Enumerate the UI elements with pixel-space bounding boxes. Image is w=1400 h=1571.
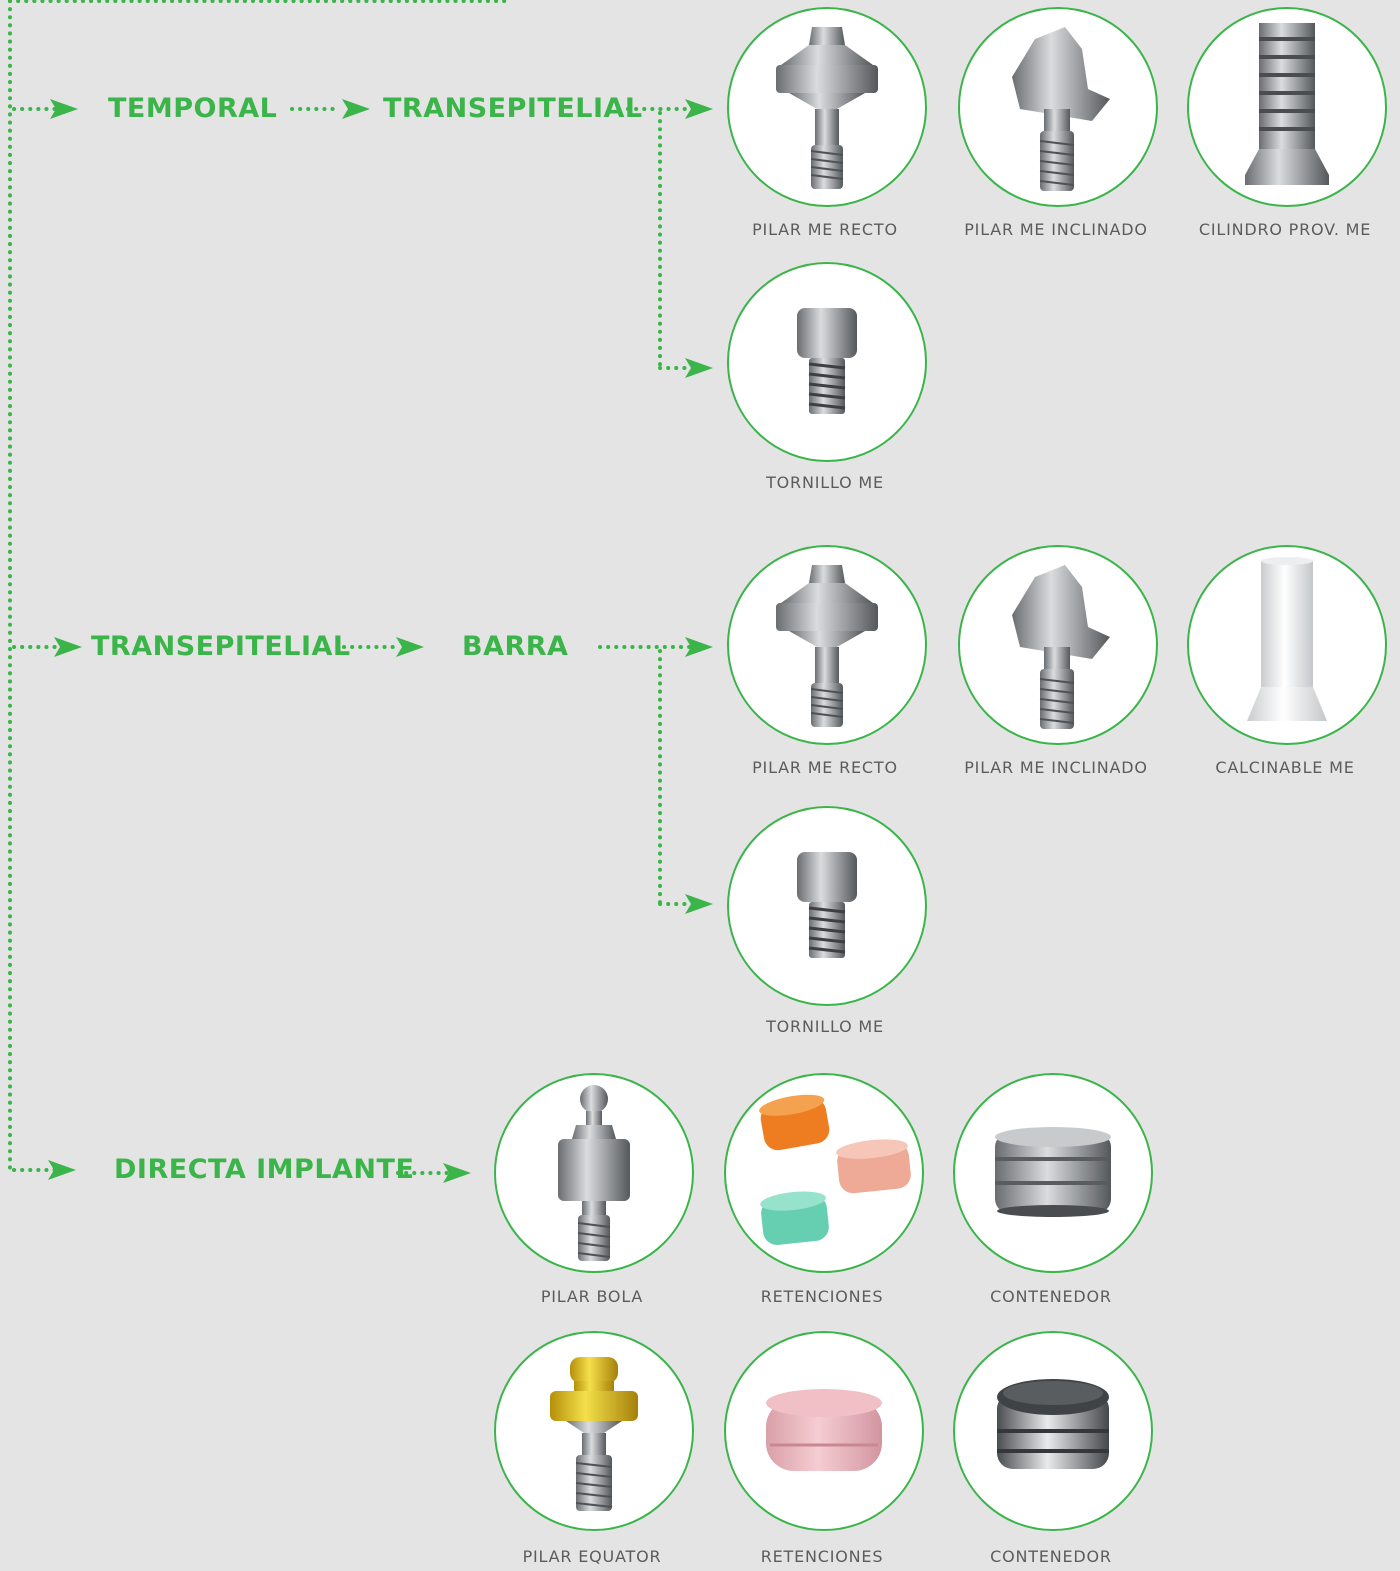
arrowhead xyxy=(685,894,713,914)
arrowhead xyxy=(685,637,713,657)
product-caption: RETENCIONES xyxy=(760,1547,884,1566)
product-caption: CILINDRO PROV. ME xyxy=(1198,220,1372,239)
equator-abutment-icon xyxy=(550,1357,638,1511)
provisional-cylinder-icon xyxy=(1245,23,1329,185)
product-image-pilar-bola xyxy=(494,1073,694,1273)
product-caption: PILAR ME RECTO xyxy=(752,220,898,239)
metal-housing-icon xyxy=(995,1127,1111,1217)
colored-retentions-icon xyxy=(759,1094,911,1245)
pink-retention-icon xyxy=(766,1389,882,1471)
product-caption: PILAR ME RECTO xyxy=(752,758,898,777)
arrowhead xyxy=(443,1163,471,1183)
angled-abutment-icon xyxy=(1012,27,1110,191)
product-caption: PILAR ME INCLINADO xyxy=(964,220,1148,239)
product-caption: TORNILLO ME xyxy=(766,1017,884,1036)
product-image-pilar-me-recto xyxy=(727,7,927,207)
product-caption: CALCINABLE ME xyxy=(1215,758,1355,777)
product-image-tornillo-me xyxy=(727,806,927,1006)
arrowhead xyxy=(54,637,82,657)
product-image-pilar-me-recto xyxy=(727,545,927,745)
label-transepitelial: TRANSEPITELIAL xyxy=(383,93,643,124)
product-caption: PILAR BOLA xyxy=(540,1287,644,1306)
ball-abutment-icon xyxy=(558,1085,630,1261)
product-caption: PILAR EQUATOR xyxy=(522,1547,662,1566)
capped-housing-icon xyxy=(997,1379,1109,1469)
product-caption: RETENCIONES xyxy=(760,1287,884,1306)
product-image-calcinable-me xyxy=(1187,545,1387,745)
label-barra: BARRA xyxy=(462,631,569,662)
product-image-pilar-me-inclinado xyxy=(958,7,1158,207)
label-directa-implante: DIRECTA IMPLANTE xyxy=(114,1154,415,1185)
product-caption: CONTENEDOR xyxy=(990,1287,1112,1306)
arrowhead xyxy=(396,637,424,657)
product-image-pilar-equator xyxy=(494,1331,694,1531)
product-caption: CONTENEDOR xyxy=(990,1547,1112,1566)
product-image-retenciones xyxy=(724,1331,924,1531)
product-image-contenedor xyxy=(953,1331,1153,1531)
product-caption: PILAR ME INCLINADO xyxy=(964,758,1148,777)
product-image-pilar-me-inclinado xyxy=(958,545,1158,745)
arrowhead xyxy=(50,99,78,119)
product-image-tornillo-me xyxy=(727,262,927,462)
arrowhead xyxy=(685,358,713,378)
label-transepitelial: TRANSEPITELIAL xyxy=(91,631,351,662)
screw-icon xyxy=(797,852,857,958)
castable-sleeve-icon xyxy=(1247,557,1327,721)
product-image-contenedor xyxy=(953,1073,1153,1273)
screw-icon xyxy=(797,308,857,414)
label-temporal: TEMPORAL xyxy=(108,93,278,124)
product-image-cilindro-prov-me xyxy=(1187,7,1387,207)
straight-abutment-icon xyxy=(776,565,878,727)
arrowhead xyxy=(48,1160,76,1180)
arrowhead xyxy=(685,99,713,119)
product-image-retenciones xyxy=(724,1073,924,1273)
angled-abutment-icon xyxy=(1012,565,1110,729)
product-caption: TORNILLO ME xyxy=(766,473,884,492)
arrowhead xyxy=(342,99,370,119)
straight-abutment-icon xyxy=(776,27,878,189)
